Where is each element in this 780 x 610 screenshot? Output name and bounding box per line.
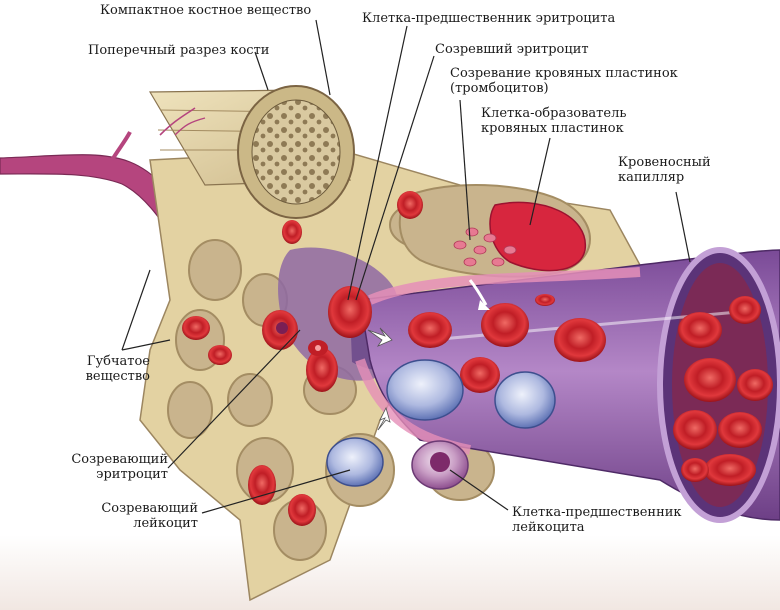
label-spongy-substance: Губчатое вещество	[48, 354, 150, 384]
label-spongy-substance-line2: вещество	[85, 369, 150, 384]
erythrocytes	[182, 191, 773, 526]
label-maturing-leukocyte-line2: лейкоцит	[133, 516, 198, 531]
platelet-chamber	[398, 183, 591, 278]
label-compact-bone: Компактное костное вещество	[100, 3, 312, 18]
erythrocyte-precursor-cell	[308, 340, 328, 356]
label-leukocyte-precursor: Клетка-предшественник лейкоцита	[512, 505, 682, 535]
label-spongy-substance-line1: Губчатое	[86, 354, 150, 369]
migration-arrows	[367, 279, 490, 431]
background-floor	[0, 535, 780, 610]
label-maturing-erythrocyte: Созревающий эритроцит	[40, 452, 168, 482]
bone-cross-section	[148, 85, 355, 219]
label-mature-erythrocyte: Созревший эритроцит	[435, 42, 589, 57]
label-leukocyte-precursor-line2: лейкоцита	[512, 520, 585, 535]
leader-lines	[121, 19, 691, 514]
maturing-erythrocyte-cell	[262, 310, 298, 350]
label-maturing-leukocyte: Созревающий лейкоцит	[70, 501, 198, 531]
label-platelet-forming-cell: Клетка-образователь кровяных пластинок	[481, 106, 626, 136]
label-blood-capillary-line2: капилляр	[618, 170, 685, 185]
label-erythrocyte-precursor: Клетка-предшественник эритроцита	[362, 11, 616, 26]
label-platelet-maturation-line1: Созревание кровяных пластинок	[450, 66, 678, 81]
label-platelet-forming-cell-line2: кровяных пластинок	[481, 121, 624, 136]
label-platelet-forming-cell-line1: Клетка-образователь	[481, 106, 627, 121]
platelets	[453, 227, 517, 267]
label-platelet-maturation: Созревание кровяных пластинок (тромбоцит…	[450, 66, 678, 96]
label-blood-capillary-line1: Кровеносный	[618, 155, 711, 170]
label-maturing-leukocyte-line1: Созревающий	[101, 501, 198, 516]
label-bone-cross-section: Поперечный разрез кости	[88, 43, 270, 58]
label-platelet-maturation-line2: (тромбоцитов)	[450, 81, 549, 96]
label-leukocyte-precursor-line1: Клетка-предшественник	[512, 505, 682, 520]
label-maturing-erythrocyte-line1: Созревающий	[71, 452, 168, 467]
label-maturing-erythrocyte-line2: эритроцит	[96, 467, 168, 482]
leukocytes	[326, 359, 556, 490]
label-blood-capillary: Кровеносный капилляр	[618, 155, 711, 185]
